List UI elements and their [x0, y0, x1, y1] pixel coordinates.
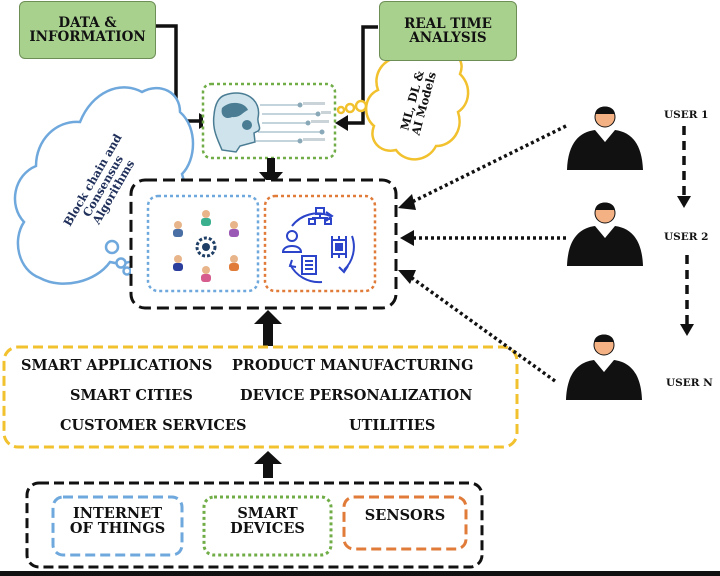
data-information-line2: INFORMATION: [29, 29, 146, 45]
user-sequence-arrows: [677, 126, 694, 336]
arrow-bottom-to-apps: [254, 451, 282, 478]
user-connector-arrowheads: [398, 194, 416, 284]
user-figure-2: [567, 202, 643, 266]
smart-devices-line2: DEVICES: [230, 520, 305, 538]
iot-line2: OF THINGS: [69, 520, 166, 538]
smart-devices-label: SMART DEVICES: [204, 505, 331, 538]
smart-applications-label: SMART APPLICATIONS: [21, 357, 213, 374]
utilities-label: UTILITIES: [349, 417, 436, 434]
user-n-label: USER N: [666, 377, 713, 389]
iot-label: INTERNET OF THINGS: [53, 505, 182, 538]
people-network-box: [146, 194, 260, 293]
user-connectors: [410, 124, 567, 383]
bottom-strip: [0, 571, 720, 576]
process-cycle-box: [263, 194, 377, 293]
user-2-label: USER 2: [664, 231, 709, 243]
iot-box: [51, 495, 184, 557]
arrow-apps-to-center: [254, 310, 282, 346]
customer-services-label: CUSTOMER SERVICES: [60, 417, 247, 434]
product-manufacturing-label: PRODUCT MANUFACTURING: [232, 357, 474, 374]
user-figure-n: [566, 334, 642, 400]
process-cycle-icon: [281, 207, 355, 284]
real-time-analysis-line2: ANALYSIS: [409, 30, 487, 46]
data-information-line1: DATA &: [58, 14, 117, 31]
iot-line1: INTERNET: [72, 505, 163, 522]
real-time-analysis-box: REAL TIME ANALYSIS: [379, 1, 517, 61]
arrow-analysis-to-ai: [335, 25, 378, 131]
user-1-label: USER 1: [664, 109, 709, 121]
sensors-label: SENSORS: [364, 507, 446, 524]
user-figure-1: [567, 106, 643, 170]
device-personalization-label: DEVICE PERSONALIZATION: [240, 387, 473, 404]
people-network-icon: [173, 210, 239, 282]
applications-box: [2, 345, 519, 449]
real-time-analysis-line1: REAL TIME: [404, 15, 492, 32]
ai-head-icon: [212, 92, 261, 153]
ai-image-box: [201, 82, 337, 160]
ml-cloud: [336, 43, 470, 161]
sensors-box: [342, 495, 468, 551]
smart-cities-label: SMART CITIES: [70, 387, 193, 404]
data-information-box: DATA & INFORMATION: [19, 1, 156, 59]
smart-devices-line1: SMART: [237, 505, 298, 522]
smart-devices-box: [202, 495, 333, 557]
